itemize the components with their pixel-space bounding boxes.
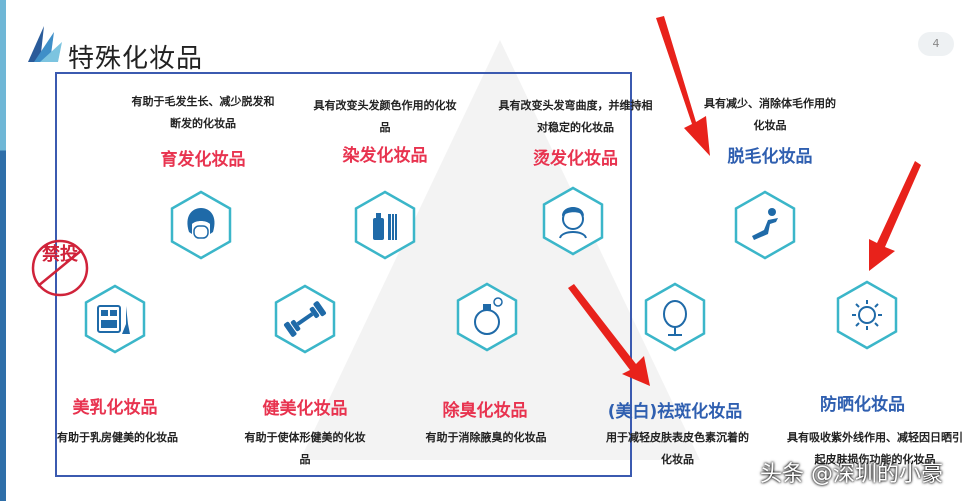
item-desc-hair-growth: 有助于毛发生长、减少脱发和断发的化妆品 <box>131 95 275 130</box>
perfume-bottle-icon <box>452 282 522 352</box>
item-desc-bodybuilding: 有助于使体形健美的化妆品 <box>244 431 366 466</box>
item-name-sunscreen: 防晒化妆品 <box>820 395 905 415</box>
item-name-deodorant: 除臭化妆品 <box>442 401 528 421</box>
item-name-perm: 烫发化妆品 <box>533 149 618 169</box>
item-desc-hair-dye: 具有改变头发颜色作用的化妆品 <box>313 99 457 134</box>
item-name-hair-removal: 脱毛化妆品 <box>727 147 813 167</box>
item-name-whitening: (美白)祛斑化妆品 <box>607 402 743 422</box>
item-desc-hair-removal: 具有减少、消除体毛作用的化妆品 <box>704 97 836 132</box>
watermark: 头条 @深圳的小豪 <box>760 462 943 487</box>
item-name-hair-dye: 染发化妆品 <box>342 146 428 166</box>
item-name-breast: 美乳化妆品 <box>72 398 158 418</box>
hair-icon <box>166 190 236 260</box>
item-desc-sunscreen: 具有吸收紫外线作用、减轻因日晒引起皮肤损伤功能的化妆品 <box>787 431 963 466</box>
item-name-bodybuilding: 健美化妆品 <box>262 399 348 419</box>
item-name-hair-growth: 育发化妆品 <box>160 150 246 170</box>
sun-icon <box>832 280 902 350</box>
curly-hair-icon <box>538 186 608 256</box>
item-desc-whitening: 用于减轻皮肤表皮色素沉着的化妆品 <box>606 431 749 466</box>
cosmetics-palette-icon <box>80 284 150 354</box>
mirror-icon <box>640 282 710 352</box>
page-title: 特殊化妆品 <box>68 44 204 74</box>
prohibited-stamp-text: 禁投 <box>42 244 78 265</box>
page-number: 4 <box>918 32 954 56</box>
logo-icon <box>28 26 62 62</box>
highlight-frame <box>55 72 632 477</box>
dumbbell-icon <box>270 284 340 354</box>
background-triangle <box>300 40 700 460</box>
item-desc-breast: 有助于乳房健美的化妆品 <box>57 431 178 444</box>
prohibited-stamp <box>31 239 89 297</box>
left-accent-bar <box>0 0 6 501</box>
arrow-to-whitening <box>568 284 650 386</box>
body-hair-removal-icon <box>730 190 800 260</box>
arrow-to-hair-removal <box>656 16 710 156</box>
arrow-to-sunscreen <box>869 161 921 271</box>
hair-dye-icon <box>350 190 420 260</box>
item-desc-perm: 具有改变头发弯曲度，并维持相对稳定的化妆品 <box>498 99 653 134</box>
item-desc-deodorant: 有助于消除腋臭的化妆品 <box>425 431 547 444</box>
